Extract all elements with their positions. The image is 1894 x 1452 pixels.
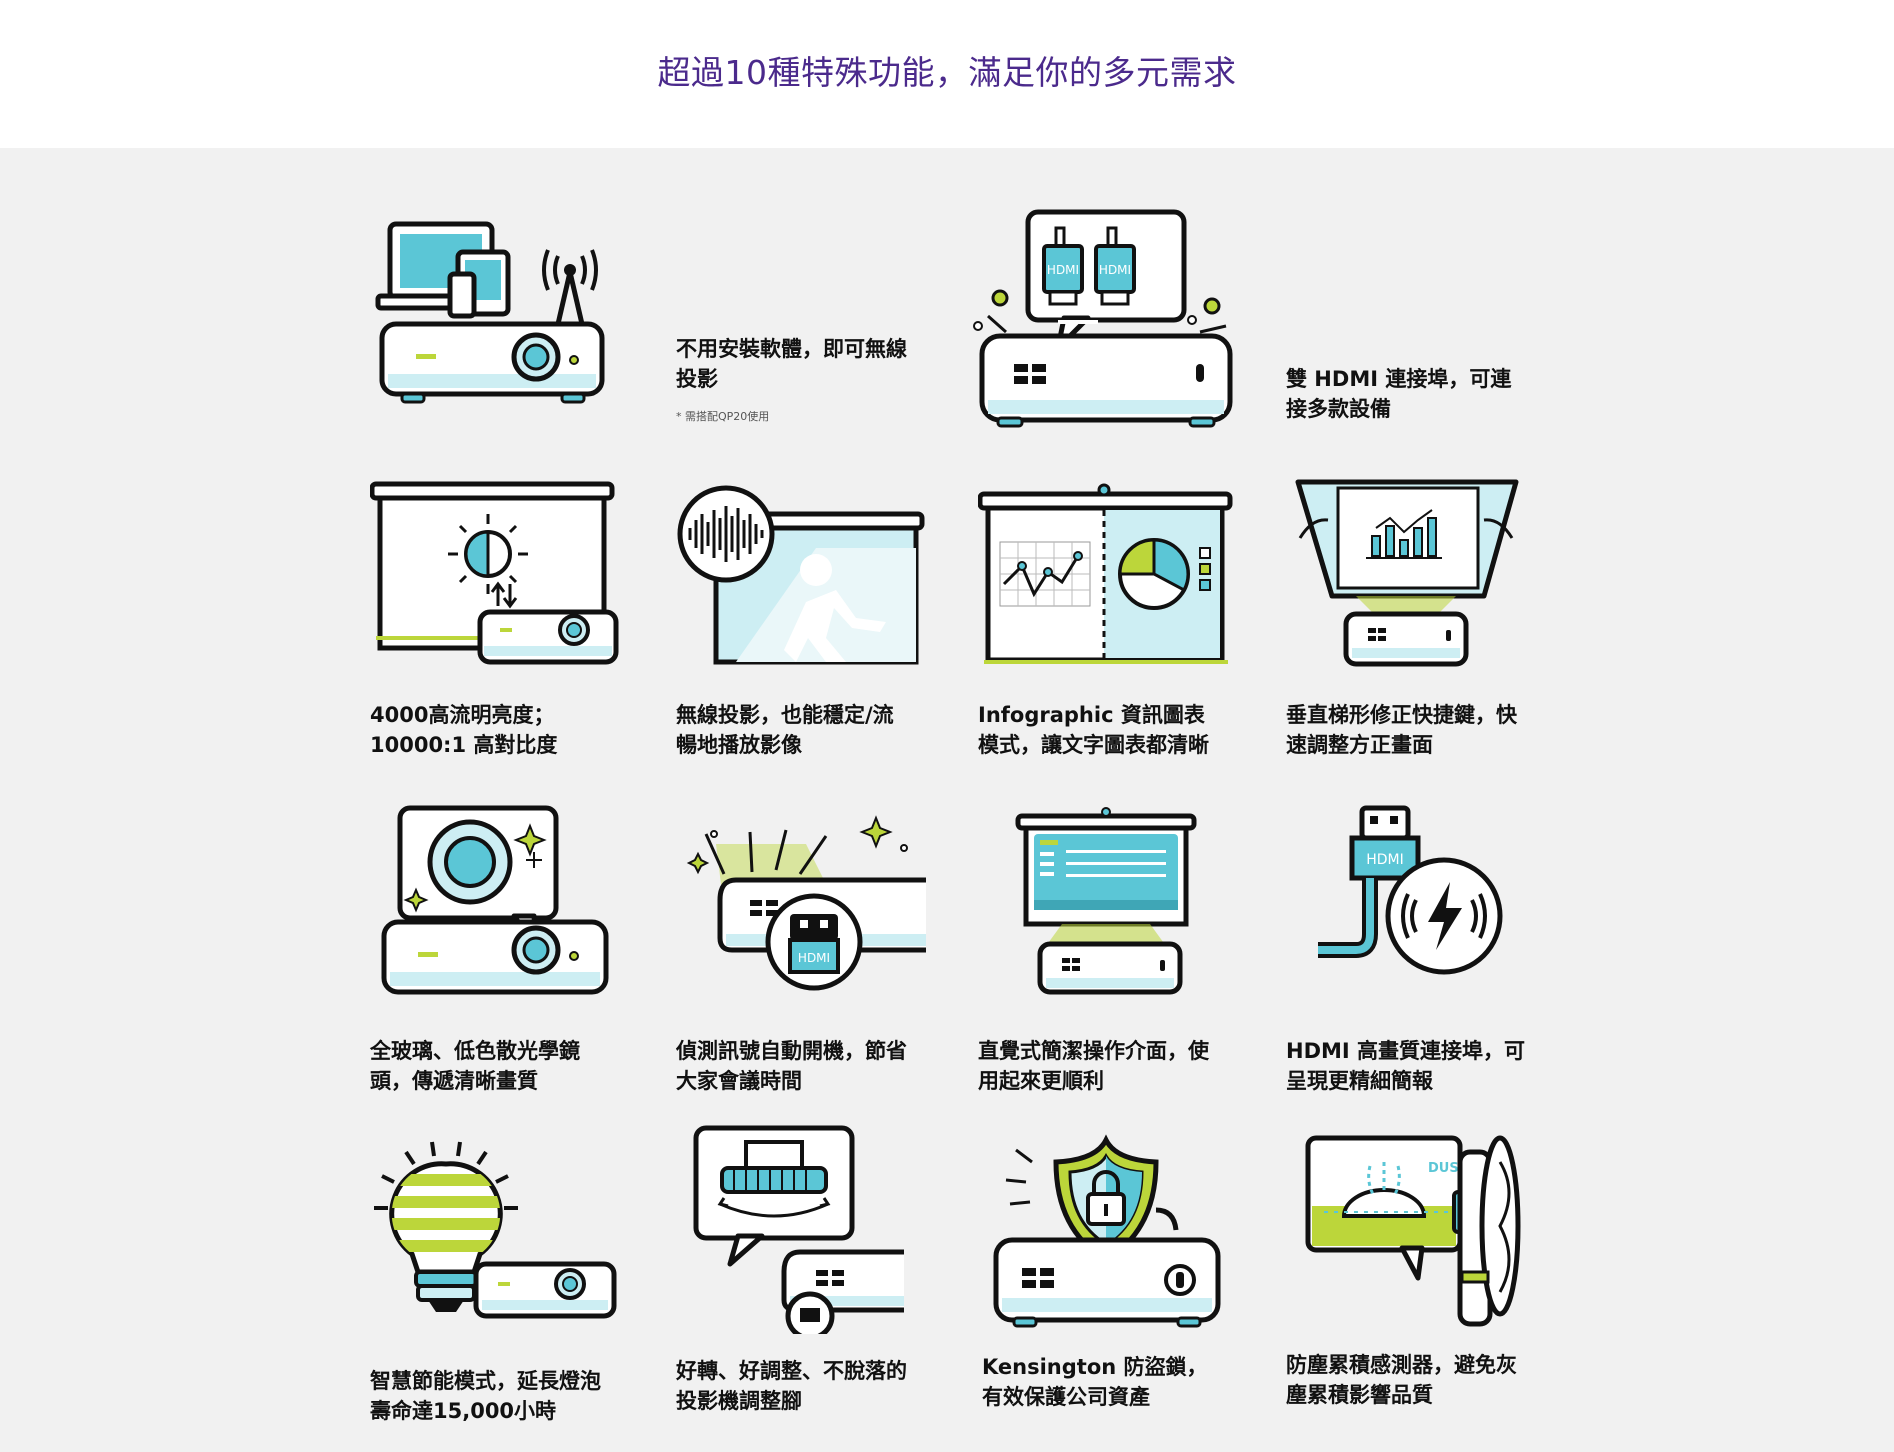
feature-kensington-lock: Kensington 防盜鎖， 有效保護公司資產 [982,1130,1246,1412]
feature-caption: Infographic 資訊圖表 模式，讓文字圖表都清晰 [978,700,1238,760]
feature-eco-lamp: 智慧節能模式，延長燈泡 壽命達15,000小時 [370,1134,630,1426]
feature-footnote: * 需搭配QP20使用 [676,410,770,423]
feature-caption: HDMI 高畫質連接埠，可 呈現更精細簡報 [1286,1036,1546,1096]
auto-power-on-icon: HDMI [686,815,926,991]
caption-line: 投影機調整腳 [676,1389,802,1413]
feature-wireless-streaming: 無線投影，也能穩定/流 暢地播放影像 [676,478,936,760]
feature-caption: 智慧節能模式，延長燈泡 壽命達15,000小時 [370,1366,630,1426]
feature-keystone: 垂直梯形修正快捷鍵，快 速調整方正畫面 [1286,478,1546,760]
feature-caption: Kensington 防盜鎖， 有效保護公司資產 [982,1352,1242,1412]
caption-line: Infographic 資訊圖表 [978,703,1205,727]
feature-brightness: 4000高流明亮度； 10000:1 高對比度 [370,478,630,760]
caption-line: 全玻璃、低色散光學鏡 [370,1039,580,1063]
dual-hdmi-projector-icon: HDMI HDMI [973,209,1233,428]
feature-caption-block: 雙 HDMI 連接埠，可連 接多款設備 [1286,364,1546,424]
caption-line: 暢地播放影像 [676,733,802,757]
infographic-mode-icon [978,483,1233,664]
feature-dual-hdmi: HDMI HDMI [968,208,1233,433]
caption-line: 4000高流明亮度； [370,703,555,727]
keystone-correction-icon [1295,479,1519,667]
caption-line: 雙 HDMI 連接埠，可連 [1286,367,1512,391]
page-header: 超過10種特殊功能，滿足你的多元需求 [0,0,1894,148]
caption-line: 壽命達15,000小時 [370,1399,557,1423]
hdmi-label: HDMI [1099,263,1131,277]
feature-caption-block: 不用安裝軟體，即可無線 投影 * 需搭配QP20使用 [676,334,936,424]
feature-caption: 垂直梯形修正快捷鍵，快 速調整方正畫面 [1286,700,1546,760]
feature-intuitive-ui: 直覺式簡潔操作介面，使 用起來更順利 [978,804,1270,1096]
caption-line: 偵測訊號自動開機，節省 [676,1039,907,1063]
caption-line: 智慧節能模式，延長燈泡 [370,1369,601,1393]
feature-dust-sensor: DUST 防塵累積感測器，避免灰 塵累積影響品質 [1286,1132,1564,1410]
caption-line: 有效保護公司資產 [982,1385,1150,1409]
wireless-devices-projector-icon [375,221,605,404]
intuitive-ui-icon [1015,807,1197,995]
feature-wireless-no-software [372,212,632,412]
caption-line: 用起來更順利 [978,1069,1104,1093]
kensington-lock-icon [993,1134,1221,1328]
feature-glass-lens: 全玻璃、低色散光學鏡 頭，傳遞清晰畫質 [370,804,634,1096]
dust-sensor-icon: DUST [1305,1135,1521,1327]
caption-line: 10000:1 高對比度 [370,733,558,757]
caption-line: 不用安裝軟體，即可無線 [676,337,907,361]
hdmi-label: HDMI [798,951,830,965]
feature-adjustable-foot: 好轉、好調整、不脫落的 投影機調整腳 [676,1124,950,1416]
glass-lens-icon [381,805,609,995]
feature-caption: 防塵累積感測器，避免灰 塵累積影響品質 [1286,1350,1546,1410]
eco-lamp-icon [374,1141,617,1319]
caption-line: 直覺式簡潔操作介面，使 [978,1039,1209,1063]
feature-hdmi-port: HDMI HDMI 高畫質連接埠，可 呈現更精細簡報 [1286,804,1572,1096]
adjustable-foot-icon [693,1125,904,1334]
wireless-streaming-icon [677,485,925,665]
caption-line: 速調整方正畫面 [1286,733,1433,757]
caption-line: HDMI 高畫質連接埠，可 [1286,1039,1526,1063]
feature-caption: 偵測訊號自動開機，節省 大家會議時間 [676,1036,936,1096]
feature-auto-power: HDMI 偵測訊號自動開機，節省 大家會議時間 [676,804,936,1096]
page-title: 超過10種特殊功能，滿足你的多元需求 [657,53,1237,92]
hdmi-label: HDMI [1366,852,1404,868]
feature-caption: 雙 HDMI 連接埠，可連 接多款設備 [1286,364,1546,424]
caption-line: 垂直梯形修正快捷鍵，快 [1286,703,1517,727]
caption-line: 接多款設備 [1286,397,1391,421]
hdmi-label: HDMI [1047,263,1079,277]
caption-line: 無線投影，也能穩定/流 [676,703,894,727]
caption-line: 頭，傳遞清晰畫質 [370,1069,538,1093]
feature-caption: 4000高流明亮度； 10000:1 高對比度 [370,700,630,760]
features-panel: 不用安裝軟體，即可無線 投影 * 需搭配QP20使用 HDMI HDMI [0,148,1894,1452]
feature-infographic: Infographic 資訊圖表 模式，讓文字圖表都清晰 [978,478,1238,760]
caption-line: 塵累積影響品質 [1286,1383,1433,1407]
caption-line: 模式，讓文字圖表都清晰 [978,733,1209,757]
caption-line: 好轉、好調整、不脫落的 [676,1359,907,1383]
caption-line: 防塵累積感測器，避免灰 [1286,1353,1517,1377]
feature-caption: 好轉、好調整、不脫落的 投影機調整腳 [676,1356,936,1416]
feature-caption: 不用安裝軟體，即可無線 投影 [676,334,936,394]
feature-caption: 全玻璃、低色散光學鏡 頭，傳遞清晰畫質 [370,1036,630,1096]
caption-line: 投影 [676,367,718,391]
feature-caption: 無線投影，也能穩定/流 暢地播放影像 [676,700,936,760]
feature-caption: 直覺式簡潔操作介面，使 用起來更順利 [978,1036,1238,1096]
brightness-contrast-icon [370,481,619,665]
hdmi-port-icon: HDMI [1318,805,1503,975]
caption-line: 呈現更精細簡報 [1286,1069,1433,1093]
caption-line: Kensington 防盜鎖， [982,1355,1208,1379]
caption-line: 大家會議時間 [676,1069,802,1093]
